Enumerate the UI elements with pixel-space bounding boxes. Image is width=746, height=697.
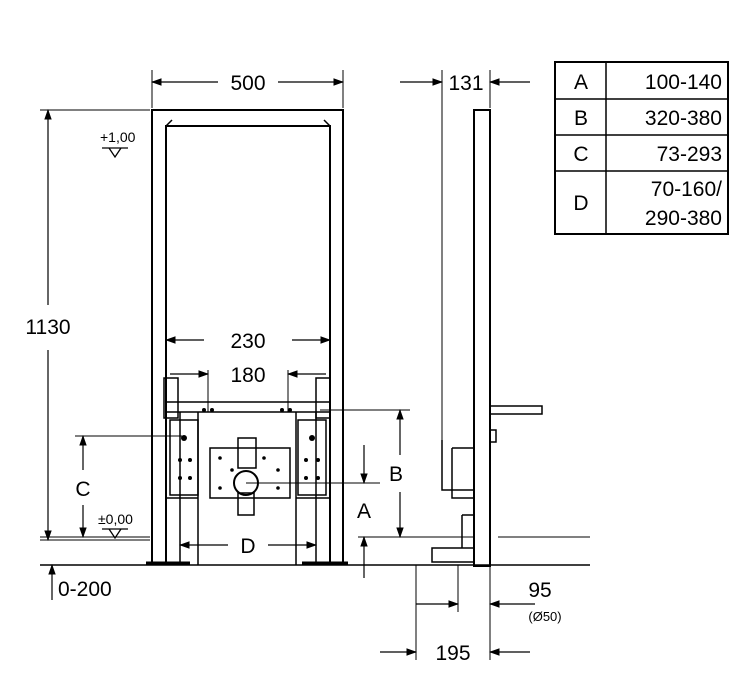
label-a: A [357,500,371,523]
dim-230: 230 [230,330,265,353]
table-key-c: C [573,143,588,166]
level-top: +1,00 [100,129,136,145]
table-key-a: A [574,71,588,94]
table-value-c: 73-293 [657,143,722,166]
side-frame [431,109,543,567]
table-value-d-line2: 290-380 [645,207,722,230]
dim-500: 500 [230,72,265,95]
dimension-table: A 100-140 B 320-380 C 73-293 D 70-160/ 2… [554,61,729,235]
table-key-b: B [574,107,588,130]
table-value-b: 320-380 [645,107,722,130]
table-value-d-line1: 70-160/ [651,178,722,201]
label-c: C [75,478,90,501]
label-b: B [389,463,403,486]
dim-195: 195 [435,642,470,665]
table-key-d: D [573,192,588,215]
level-floor: ±0,00 [98,511,133,527]
dim-1130: 1130 [25,316,70,339]
reference-lines [40,70,590,660]
label-d: D [240,535,255,558]
level-markers [102,147,128,540]
dim-131: 131 [448,72,483,95]
dim-180: 180 [230,364,265,387]
dim-diameter-50: (Ø50) [528,609,561,624]
dimension-lines [44,78,535,656]
table-value-a: 100-140 [645,71,722,94]
dim-0-200: 0-200 [58,578,112,601]
plate-holes [178,408,320,490]
level-floor-marker [102,528,128,540]
dim-95: 95 [528,579,551,602]
level-top-marker [102,147,128,159]
